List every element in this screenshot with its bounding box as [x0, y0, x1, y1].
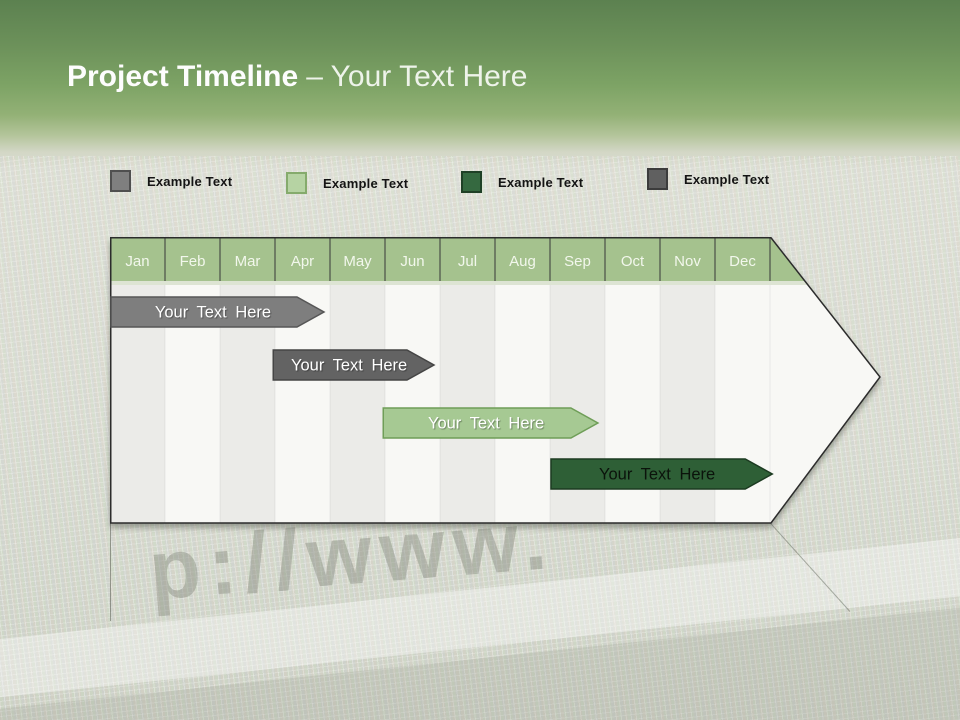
timeline-chart: Jan Feb Mar Apr May Jun Jul Aug Sep Oct Nov DecYour…: [110, 237, 881, 524]
slide-title: Project Timeline– Your Text Here: [67, 60, 527, 94]
timeline-bar: [550, 458, 774, 490]
month-label: Feb: [180, 253, 206, 270]
legend: Example Text Example Text Example Text E…: [0, 168, 960, 198]
month-label: Mar: [235, 253, 261, 270]
legend-item: Example Text: [461, 171, 583, 193]
legend-swatch-gray: [110, 170, 131, 192]
legend-label: Example Text: [498, 174, 584, 190]
month-label: Nov: [674, 253, 701, 270]
timeline-bar: [272, 349, 436, 381]
month-label: Aug: [509, 253, 536, 270]
timeline-bar-label: Your Text Here: [428, 415, 544, 433]
month-label: Oct: [621, 253, 645, 270]
timeline-bar: [110, 296, 326, 328]
month-label: Jan: [125, 253, 149, 270]
month-label: Jul: [458, 253, 477, 270]
timeline-bar-label: Your Text Here: [155, 304, 271, 322]
title-suffix: – Your Text Here: [306, 60, 528, 93]
month-label: Apr: [291, 253, 314, 270]
month-label: Dec: [729, 253, 756, 270]
legend-swatch-dark-gray: [647, 168, 668, 190]
background-vertical-line: [110, 523, 111, 621]
legend-item: Example Text: [286, 172, 408, 194]
timeline-bar-label: Your Text Here: [291, 357, 407, 375]
legend-swatch-light-green: [286, 172, 307, 194]
legend-label: Example Text: [323, 175, 409, 191]
legend-label: Example Text: [147, 173, 233, 189]
legend-swatch-dark-green: [461, 171, 482, 193]
month-label: Jun: [400, 253, 424, 270]
month-label: May: [343, 253, 372, 270]
title-main: Project Timeline: [67, 60, 299, 93]
timeline-bar-label: Your Text Here: [599, 466, 715, 484]
legend-label: Example Text: [684, 171, 770, 187]
legend-item: Example Text: [110, 170, 232, 192]
month-label: Sep: [564, 253, 591, 270]
legend-item: Example Text: [647, 168, 769, 190]
timeline-bar: [382, 407, 600, 439]
